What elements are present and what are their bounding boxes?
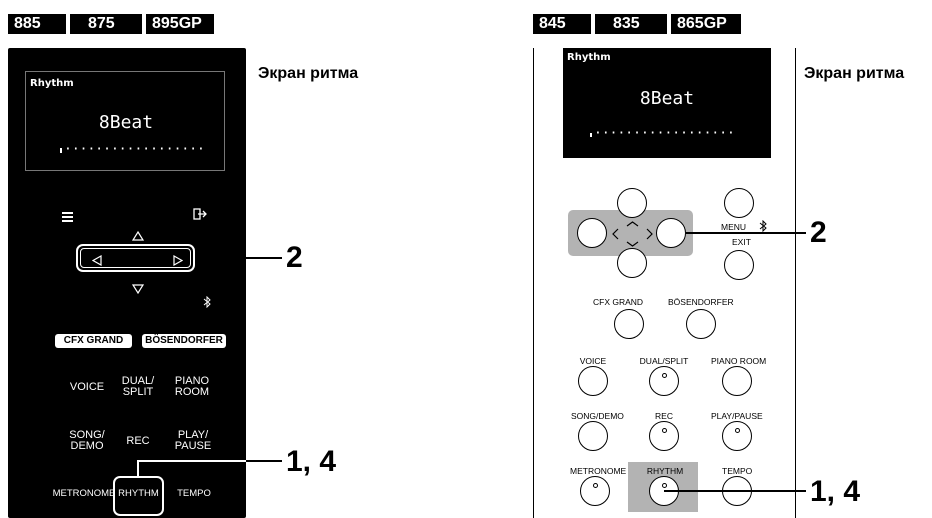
model-tag-875: 875 — [70, 14, 142, 34]
menu-label: MENU — [721, 222, 747, 232]
display-value: 8Beat — [98, 112, 154, 133]
callout-14-left: 1, 4 — [286, 445, 337, 478]
rhythm-display-right: Rhythm 8Beat ·················· — [563, 48, 771, 158]
dual-split-label: DUAL/SPLIT — [639, 356, 689, 366]
bluetooth-icon — [203, 295, 211, 313]
callout-line-2-right — [686, 232, 806, 234]
rec-button-right[interactable] — [649, 421, 679, 451]
play-pause-label: PLAY/PAUSE — [711, 411, 763, 421]
left-arrow-icon[interactable] — [91, 253, 102, 271]
display-dots: ·················· — [64, 142, 205, 157]
tempo-label: TEMPO — [722, 466, 753, 476]
exit-button[interactable] — [724, 250, 754, 280]
screen-label-right: Экран ритма — [804, 65, 905, 82]
display-title: Rhythm — [30, 78, 74, 89]
nav-highlight-left — [76, 244, 195, 272]
right-button[interactable] — [656, 218, 686, 248]
bosendorfer-button-right[interactable] — [686, 309, 716, 339]
cfx-grand-button[interactable]: CFX GRAND — [55, 334, 132, 348]
metronome-label: METRONOME — [570, 466, 627, 476]
model-tag-885: 885 — [8, 14, 66, 34]
metronome-button-right[interactable] — [580, 476, 610, 506]
rhythm-button[interactable]: RHYTHM — [118, 488, 159, 499]
panel-border-left — [533, 48, 534, 518]
left-button[interactable] — [577, 218, 607, 248]
play-pause-button[interactable]: PLAY/ PAUSE — [174, 429, 212, 452]
display-cursor — [60, 148, 62, 153]
callout-2-left: 2 — [286, 241, 303, 274]
model-tag-895gp: 895GP — [146, 14, 214, 34]
rec-label: REC — [655, 411, 673, 421]
voice-button-right[interactable] — [578, 366, 608, 396]
up-button[interactable] — [617, 188, 647, 218]
direction-arrows-icon — [610, 218, 655, 255]
tempo-button[interactable]: TEMPO — [177, 488, 211, 499]
display-value-right: 8Beat — [639, 88, 695, 109]
dual-split-button-right[interactable] — [649, 366, 679, 396]
cfx-grand-button-right[interactable] — [614, 309, 644, 339]
callout-line-2-left — [196, 257, 282, 259]
down-button[interactable] — [617, 248, 647, 278]
display-dots-right: ·················· — [594, 126, 735, 141]
rhythm-label: RHYTHM — [646, 466, 684, 476]
bosendorfer-label: BÖSENDORFER — [668, 297, 734, 307]
piano-room-label: PIANO ROOM — [711, 356, 767, 366]
display-cursor-right — [590, 133, 592, 137]
right-arrow-icon[interactable] — [173, 253, 184, 271]
nav-left-right-keys[interactable] — [80, 248, 191, 268]
menu-icon[interactable] — [62, 212, 73, 222]
callout-line-14-right — [664, 490, 806, 492]
cfx-grand-label: CFX GRAND — [593, 297, 644, 307]
bluetooth-icon-right — [759, 219, 767, 237]
callout-line-14-vert-left — [137, 460, 139, 476]
piano-room-button[interactable]: PIANO ROOM — [174, 375, 210, 398]
callout-2-right: 2 — [810, 216, 827, 249]
model-tag-845: 845 — [533, 14, 591, 34]
menu-button[interactable] — [724, 188, 754, 218]
voice-label: VOICE — [579, 356, 607, 366]
model-tag-865gp: 865GP — [671, 14, 741, 34]
callout-line-14-horz-left — [137, 460, 246, 462]
song-demo-button[interactable]: SONG/ DEMO — [69, 429, 105, 452]
screen-label-left: Экран ритма — [258, 65, 359, 82]
metronome-button[interactable]: METRONOME — [52, 488, 116, 499]
down-arrow-icon[interactable] — [131, 281, 145, 299]
bosendorfer-button[interactable]: BÖSENDORFER — [142, 334, 226, 348]
rhythm-display-left: Rhythm 8Beat ·················· — [25, 71, 225, 171]
voice-button[interactable]: VOICE — [69, 381, 105, 393]
exit-label: EXIT — [732, 237, 751, 247]
dual-split-button[interactable]: DUAL/ SPLIT — [121, 375, 155, 398]
up-arrow-icon[interactable] — [131, 228, 145, 246]
callout-line-14-ext-left — [246, 460, 282, 462]
model-tag-835: 835 — [595, 14, 667, 34]
exit-icon[interactable] — [193, 207, 207, 226]
callout-14-right: 1, 4 — [810, 475, 861, 508]
play-pause-button-right[interactable] — [722, 421, 752, 451]
song-demo-button-right[interactable] — [578, 421, 608, 451]
display-title-right: Rhythm — [567, 52, 611, 63]
panel-border-right — [795, 48, 796, 518]
song-demo-label: SONG/DEMO — [571, 411, 624, 421]
piano-room-button-right[interactable] — [722, 366, 752, 396]
rec-button[interactable]: REC — [126, 435, 150, 447]
